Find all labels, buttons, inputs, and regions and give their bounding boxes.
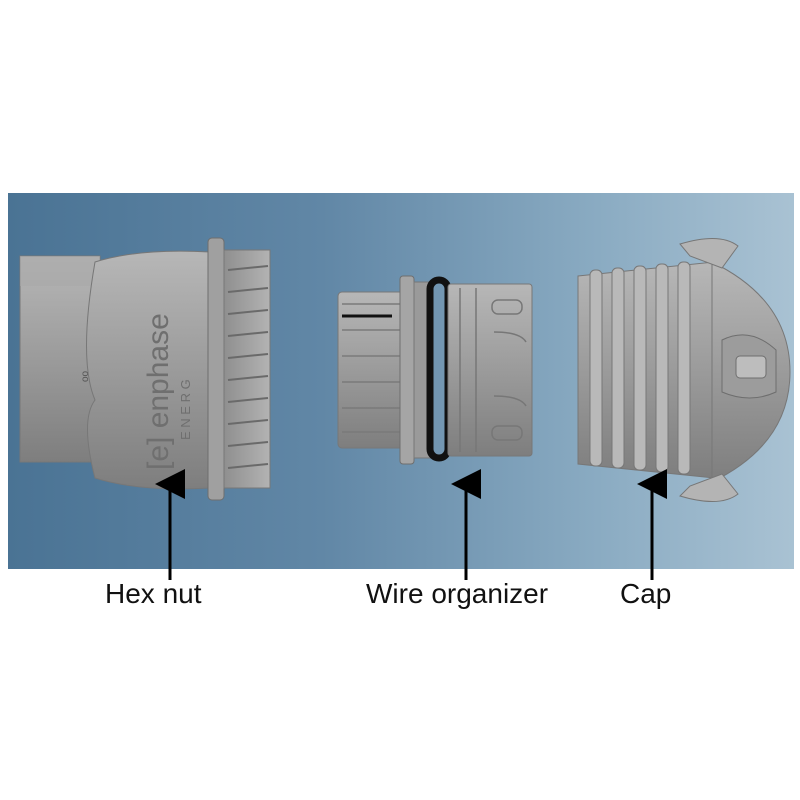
hex-nut-label: Hex nut — [105, 578, 202, 609]
cap-label: Cap — [620, 578, 672, 609]
wire-organizer-part — [337, 275, 533, 465]
cap-part — [577, 238, 791, 502]
enphase-logo: [e] enphase — [142, 313, 175, 470]
energy-logo-subtext: E N E R G — [178, 379, 193, 440]
wire-organizer-label: Wire organizer — [366, 578, 549, 609]
hex-nut-part: oo [e] enphase E N E R G — [19, 237, 271, 501]
svg-text:oo: oo — [80, 370, 91, 382]
